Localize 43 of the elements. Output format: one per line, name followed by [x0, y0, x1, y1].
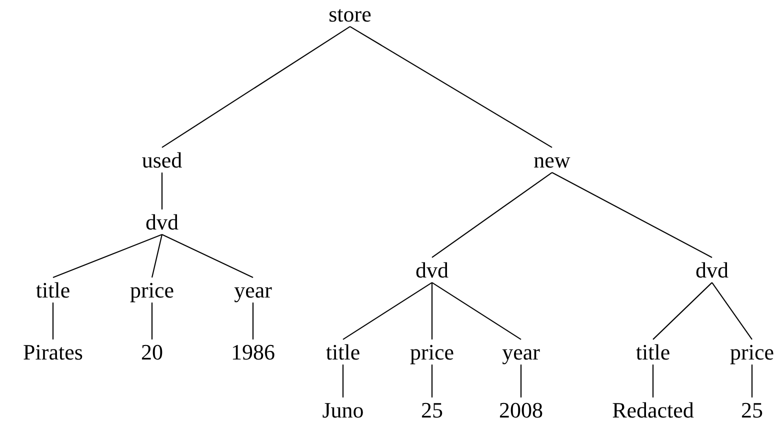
- tree-branch-line: [151, 234, 163, 278]
- tree-branch-line: [520, 364, 522, 398]
- tree-branch-line: [162, 26, 350, 148]
- tree-branch-line: [151, 302, 153, 340]
- tree-node-label: 20: [140, 339, 164, 365]
- tree-branch-line: [712, 282, 752, 340]
- tree-branch-line: [52, 302, 54, 340]
- tree-branch-line: [432, 282, 522, 340]
- tree-node-label: price: [729, 339, 775, 365]
- tree-node-label: 25: [420, 397, 444, 423]
- tree-node-label: year: [501, 339, 541, 365]
- tree-branch-line: [431, 364, 433, 398]
- tree-node-label: price: [129, 277, 175, 303]
- tree-branch-line: [431, 282, 433, 340]
- tree-node-label: title: [324, 339, 362, 365]
- tree-branch-line: [161, 172, 163, 210]
- tree-branch-line: [162, 234, 254, 278]
- tree-node-label: price: [409, 339, 455, 365]
- tree-branch-line: [652, 364, 654, 398]
- tree-node-label: title: [34, 277, 72, 303]
- tree-node-label: 25: [740, 397, 764, 423]
- tree-branch-line: [350, 26, 552, 148]
- tree-node-label: new: [532, 147, 572, 173]
- tree-node-label: Juno: [321, 397, 365, 423]
- tree-node-label: 1986: [230, 339, 276, 365]
- tree-branch-line: [342, 364, 344, 398]
- tree-branch-line: [252, 302, 254, 340]
- tree-branch-line: [432, 172, 552, 258]
- tree-branch-line: [342, 282, 432, 340]
- tree-node-label: used: [140, 147, 184, 173]
- tree-node-label: store: [328, 1, 372, 27]
- tree-node-label: Redacted: [611, 397, 695, 423]
- tree-branch-line: [552, 172, 712, 258]
- tree-node-label: year: [233, 277, 273, 303]
- tree-branch-line: [751, 364, 753, 398]
- tree-node-label: title: [634, 339, 672, 365]
- tree-node-label: 2008: [498, 397, 544, 423]
- tree-node-label: dvd: [694, 257, 730, 283]
- tree-branch-line: [652, 282, 712, 340]
- tree-branch-line: [52, 234, 162, 278]
- tree-node-label: Pirates: [22, 339, 84, 365]
- tree-node-label: dvd: [414, 257, 450, 283]
- tree-node-label: dvd: [144, 209, 180, 235]
